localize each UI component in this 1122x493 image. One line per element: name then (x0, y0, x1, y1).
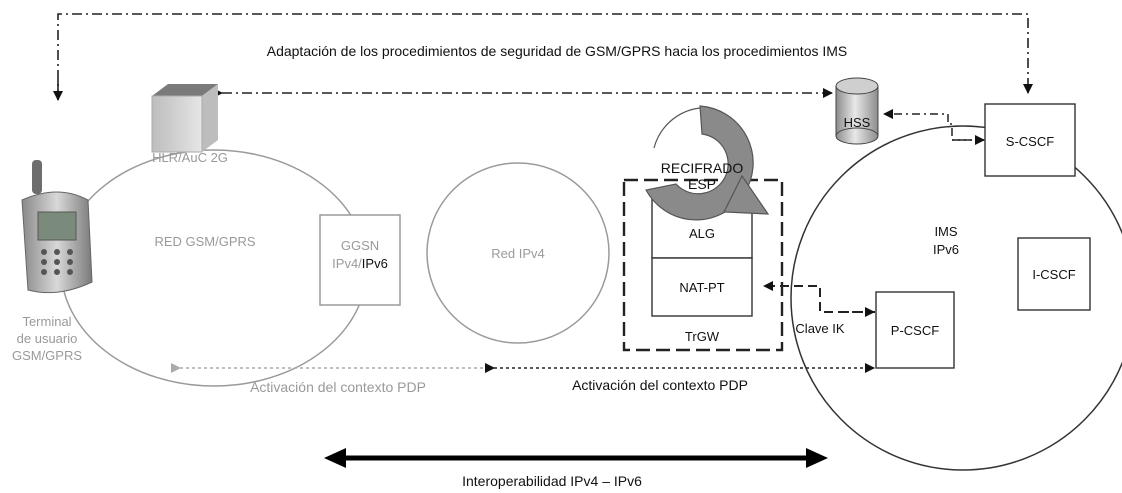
alg-label: ALG (689, 226, 715, 241)
trgw-label: TrGW (685, 329, 720, 344)
terminal-label-line1: Terminal (22, 314, 71, 329)
ggsn-ip-label: IPv4/IPv6 (332, 256, 388, 271)
pdp-dark-label: Activación del contexto PDP (572, 377, 748, 393)
scscf-label: S-CSCF (1006, 134, 1054, 149)
icscf-label: I-CSCF (1032, 267, 1075, 282)
top-annotation: Adaptación de los procedimientos de segu… (267, 43, 848, 59)
ggsn-ipv4: IPv4/ (332, 256, 362, 271)
recifrado-cycle-icon (645, 105, 770, 221)
pcscf-label: P-CSCF (891, 323, 939, 338)
hss-database-icon (835, 77, 879, 145)
ggsn-ipv6: IPv6 (362, 256, 388, 271)
recifrado-label: RECIFRADO (661, 160, 744, 176)
ipv4-network-label: Red IPv4 (491, 246, 544, 261)
esp-label: ESP (688, 176, 716, 192)
natpt-label: NAT-PT (679, 280, 724, 295)
scscf-box (984, 103, 1076, 177)
security-adaptation-connector (53, 13, 1033, 101)
ggsn-label: GGSN (341, 238, 379, 253)
pcscf-box (875, 291, 955, 369)
gsm-network-label: RED GSM/GPRS (154, 234, 255, 249)
hlr-auc-icon (151, 84, 218, 153)
trgw-container (622, 178, 784, 352)
hss-label: HSS (844, 115, 871, 130)
ipv4-network-ellipse (426, 162, 610, 344)
hss-scscf-connector (883, 109, 985, 145)
hlr-label: HLR/AuC 2G (152, 150, 228, 165)
clave-ik-label: Clave IK (795, 321, 844, 336)
icscf-box (1017, 237, 1091, 311)
natpt-box (651, 257, 753, 317)
clave-ik-connector (763, 281, 875, 317)
ggsn-box (319, 214, 401, 306)
pdp-grey-label: Activación del contexto PDP (250, 379, 426, 395)
terminal-label-line2: de usuario (17, 331, 78, 346)
interop-arrow (324, 448, 828, 468)
ims-ipv6-label: IPv6 (933, 242, 959, 257)
interop-label: Interoperabilidad IPv4 – IPv6 (462, 473, 642, 489)
ims-label: IMS (934, 224, 957, 239)
ims-circle (790, 125, 1122, 471)
terminal-label-line3: GSM/GPRS (12, 348, 82, 363)
mobile-phone-icon (21, 160, 93, 294)
